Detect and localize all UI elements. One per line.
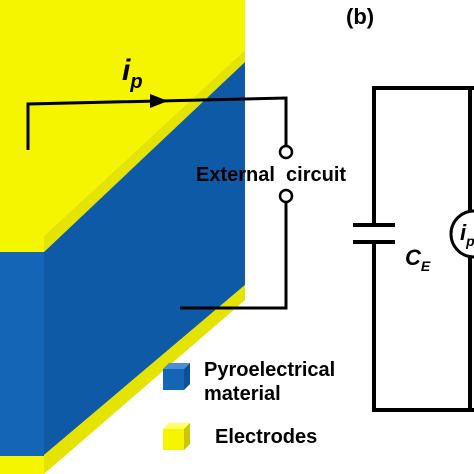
- legend-pyroelectric-line1: Pyroelectrical: [204, 359, 335, 381]
- pyroelectric-side-face: [44, 62, 245, 455]
- pyroelectric-legend-icon: [163, 363, 190, 390]
- current-source-icon: [449, 209, 474, 259]
- external-circuit-label: External circuit: [196, 164, 346, 186]
- electrode-legend-icon: [163, 423, 190, 450]
- circuit-bottom-wire: [372, 242, 474, 412]
- pyroelectric-front: [0, 252, 44, 456]
- legend-pyroelectric-line2: material: [204, 383, 281, 405]
- return-wire: [180, 202, 288, 310]
- bottom-electrode-side: [44, 285, 245, 474]
- capacitor-label: CE: [405, 245, 431, 274]
- current-source-label: ip: [460, 220, 474, 249]
- top-electrode-surface: [0, 0, 245, 236]
- legend-electrodes: Electrodes: [215, 426, 317, 448]
- terminal-bottom-icon: [278, 188, 294, 204]
- top-electrode-front: [0, 236, 44, 252]
- terminal-top-icon: [278, 144, 294, 160]
- panel-b-label: (b): [346, 4, 374, 29]
- current-arrow-icon: [150, 94, 168, 108]
- bottom-electrode-front: [0, 456, 44, 474]
- circuit-top-wire: [372, 86, 474, 225]
- current-label: ip: [122, 54, 143, 93]
